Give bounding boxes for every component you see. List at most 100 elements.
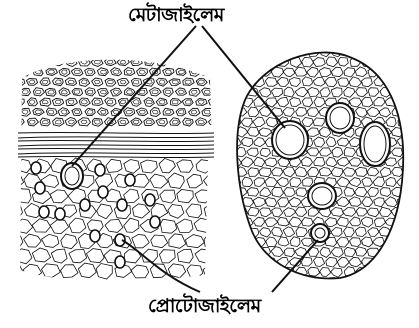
cell xyxy=(74,70,80,74)
protoxylem-vessel xyxy=(35,182,45,194)
cell xyxy=(62,70,68,75)
cell xyxy=(236,87,247,97)
cell xyxy=(139,110,146,114)
cell xyxy=(98,89,109,97)
cell xyxy=(16,80,23,84)
cell xyxy=(404,167,415,177)
cell xyxy=(106,159,122,172)
cell xyxy=(97,68,108,76)
cell xyxy=(107,100,113,104)
cell xyxy=(156,118,167,126)
cell xyxy=(136,108,148,116)
cell xyxy=(92,78,103,86)
cell xyxy=(230,197,241,206)
cell xyxy=(391,227,402,237)
cell xyxy=(108,80,114,84)
cell xyxy=(14,189,31,203)
cell xyxy=(94,120,100,124)
cell xyxy=(195,190,212,203)
cell xyxy=(391,88,403,97)
cell xyxy=(230,257,241,267)
cell xyxy=(385,258,396,268)
cell xyxy=(16,100,22,104)
cell xyxy=(78,59,90,66)
cell xyxy=(165,110,171,114)
cell xyxy=(56,120,62,124)
cell xyxy=(133,120,139,124)
cell xyxy=(159,80,165,85)
cell xyxy=(196,118,208,126)
cell xyxy=(191,90,197,94)
band-line xyxy=(18,137,214,138)
cell xyxy=(81,60,88,64)
cell xyxy=(178,249,194,263)
cell xyxy=(260,47,271,56)
cell xyxy=(146,60,152,64)
cell xyxy=(379,48,390,57)
cell xyxy=(194,218,211,233)
cell xyxy=(202,108,213,116)
cell xyxy=(191,110,197,114)
cell xyxy=(55,100,61,104)
cell xyxy=(289,278,301,287)
cell xyxy=(146,120,152,124)
cell xyxy=(163,108,174,115)
cell xyxy=(169,234,186,249)
cell xyxy=(183,58,193,67)
cell xyxy=(68,100,74,104)
cell xyxy=(101,70,107,74)
cell xyxy=(68,80,74,84)
cell xyxy=(404,108,415,117)
cell xyxy=(380,267,390,276)
cell xyxy=(107,60,113,64)
cell xyxy=(165,70,171,74)
band-line xyxy=(18,145,214,146)
cell xyxy=(271,48,282,56)
cell xyxy=(69,250,87,263)
cell xyxy=(33,69,43,76)
cell xyxy=(404,148,414,157)
cell xyxy=(15,219,32,233)
cell xyxy=(15,249,32,264)
cell xyxy=(172,60,178,64)
cell xyxy=(61,234,78,249)
band-line xyxy=(18,153,214,154)
cell xyxy=(51,249,67,263)
cell xyxy=(159,120,165,124)
cell xyxy=(301,277,313,287)
cell xyxy=(48,70,55,74)
cell xyxy=(141,160,158,173)
cell xyxy=(152,110,158,114)
cell xyxy=(196,58,206,66)
cell xyxy=(117,78,129,85)
protoxylem-vessel xyxy=(117,199,127,211)
cell xyxy=(198,120,204,124)
cell xyxy=(81,100,88,104)
cell xyxy=(13,99,24,106)
cell xyxy=(404,87,415,97)
cell xyxy=(230,237,242,247)
cell xyxy=(133,80,139,84)
cell xyxy=(13,58,25,66)
cell xyxy=(398,97,410,106)
cell xyxy=(247,247,259,257)
cell xyxy=(91,58,103,66)
cell xyxy=(117,58,129,66)
cell xyxy=(42,60,48,64)
metaxylem-label: মেটাজাইলেম xyxy=(128,6,224,25)
cell xyxy=(236,227,248,236)
cell xyxy=(254,257,264,267)
cell xyxy=(58,108,70,116)
cell xyxy=(185,100,191,104)
cell xyxy=(61,90,67,94)
cell xyxy=(185,60,191,64)
cell xyxy=(186,204,202,218)
cell xyxy=(126,70,132,74)
cell xyxy=(144,118,155,125)
cell xyxy=(19,108,30,116)
cell xyxy=(183,118,194,126)
cell xyxy=(32,219,50,232)
cell xyxy=(81,80,87,84)
cell xyxy=(78,118,90,126)
cell xyxy=(35,110,42,114)
